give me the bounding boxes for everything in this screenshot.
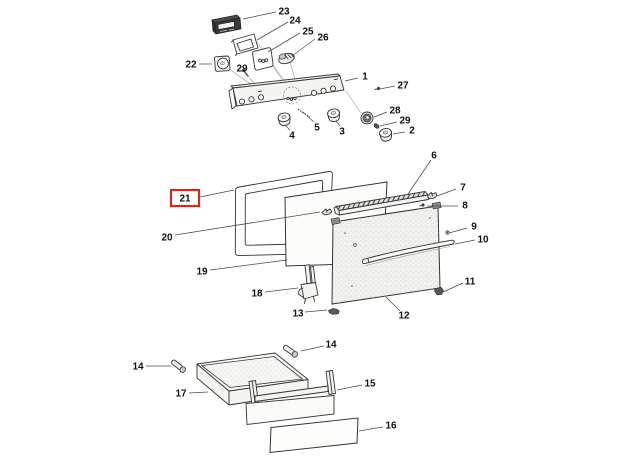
leader-line-part-25 bbox=[267, 32, 301, 53]
leader-line-part-26 bbox=[291, 38, 316, 57]
part-label-26[interactable]: 26 bbox=[317, 33, 329, 44]
part-17-drawer-tray bbox=[196, 352, 309, 406]
leader-line-part-5 bbox=[306, 115, 315, 123]
part-label-18[interactable]: 18 bbox=[251, 289, 263, 300]
leader-line-part-10 bbox=[454, 239, 476, 245]
part-label-17[interactable]: 17 bbox=[175, 389, 187, 400]
part-24-bezel bbox=[231, 33, 259, 56]
part-6-vent-trim bbox=[333, 191, 429, 216]
door-corner-cap-left bbox=[330, 217, 341, 225]
part-1-control-panel bbox=[228, 73, 345, 110]
part-label-1[interactable]: 1 bbox=[362, 72, 368, 83]
part-label-4[interactable]: 4 bbox=[289, 131, 295, 142]
leader-line-part-13 bbox=[304, 309, 328, 313]
part-5-screws bbox=[297, 108, 310, 118]
part-27-screw bbox=[374, 86, 381, 91]
part-18-hinge bbox=[298, 264, 319, 304]
leader-line-part-15 bbox=[336, 384, 363, 391]
part-26-lamp bbox=[278, 52, 295, 65]
part-14-pin-right bbox=[282, 344, 298, 358]
part-label-10[interactable]: 10 bbox=[477, 235, 489, 246]
part-label-20[interactable]: 20 bbox=[161, 233, 173, 244]
leader-line-part-16 bbox=[358, 426, 384, 432]
part-15-drawer-front-rail bbox=[245, 370, 336, 426]
part-20-glass-clip-left bbox=[321, 208, 333, 216]
leader-line-part-1 bbox=[344, 77, 359, 82]
part-10-door-handle bbox=[362, 239, 455, 266]
leader-line-part-19 bbox=[209, 259, 288, 271]
leader-line-part-20 bbox=[174, 211, 321, 236]
leader-line-part-29 bbox=[379, 121, 398, 127]
leader-line-part-7 bbox=[436, 188, 457, 197]
part-label-2[interactable]: 2 bbox=[409, 126, 415, 137]
part-label-16[interactable]: 16 bbox=[385, 421, 397, 432]
part-label-28[interactable]: 28 bbox=[389, 106, 401, 117]
part-22-knob bbox=[213, 55, 231, 72]
part-7-glass-clip-right bbox=[426, 192, 438, 200]
part-label-11[interactable]: 11 bbox=[465, 277, 476, 288]
part-label-24[interactable]: 24 bbox=[289, 16, 301, 27]
leader-line-part-17 bbox=[188, 391, 209, 394]
leader-line-part-2 bbox=[392, 131, 406, 135]
part-label-25[interactable]: 25 bbox=[302, 27, 314, 38]
part-29-screw-right bbox=[373, 123, 380, 129]
part-label-9[interactable]: 9 bbox=[471, 222, 477, 233]
part-label-22[interactable]: 22 bbox=[185, 60, 197, 71]
part-23-timer bbox=[211, 14, 242, 35]
leader-line-part-9 bbox=[448, 227, 468, 234]
leader-line-part-24 bbox=[256, 21, 289, 41]
part-label-12[interactable]: 12 bbox=[398, 311, 410, 322]
leader-line-part-11 bbox=[442, 282, 464, 293]
leader-line-part-21 bbox=[199, 189, 235, 198]
part-label-23[interactable]: 23 bbox=[278, 7, 290, 18]
leader-line-part-3 bbox=[335, 120, 341, 127]
part-label-29[interactable]: 29 bbox=[236, 64, 248, 75]
door-corner-cap-right bbox=[431, 201, 442, 210]
part-4-knob bbox=[277, 111, 292, 127]
leader-line-part-28 bbox=[373, 111, 388, 118]
part-label-13[interactable]: 13 bbox=[292, 309, 304, 320]
selected-part-highlight-box bbox=[169, 188, 201, 208]
part-2-knob bbox=[378, 127, 394, 143]
part-25-switch-plate bbox=[252, 47, 274, 71]
part-label-6[interactable]: 6 bbox=[431, 151, 437, 162]
leader-line-part-18 bbox=[264, 287, 299, 293]
leader-line-part-14 bbox=[300, 345, 325, 352]
part-label-14[interactable]: 14 bbox=[132, 362, 144, 373]
part-28-bushing bbox=[360, 111, 374, 125]
part-16-drawer-front-panel bbox=[269, 417, 359, 454]
part-label-19[interactable]: 19 bbox=[196, 267, 208, 278]
part-label-5[interactable]: 5 bbox=[314, 123, 320, 134]
leader-line-part-29 bbox=[243, 70, 248, 76]
part-14-pin-left bbox=[171, 359, 186, 373]
part-9-screw bbox=[445, 230, 450, 235]
leader-line-part-27 bbox=[379, 85, 396, 90]
callout-labels-layer: 1234567891011121314141516171819202122232… bbox=[132, 7, 489, 432]
part-13-clip bbox=[328, 308, 340, 315]
part-label-15[interactable]: 15 bbox=[364, 379, 376, 390]
part-label-29[interactable]: 29 bbox=[399, 116, 411, 127]
leader-line-part-4 bbox=[285, 125, 291, 131]
part-label-7[interactable]: 7 bbox=[460, 183, 466, 194]
part-label-27[interactable]: 27 bbox=[397, 81, 409, 92]
leader-line-part-6 bbox=[407, 159, 432, 195]
part-11-door-foot bbox=[434, 286, 444, 296]
part-label-3[interactable]: 3 bbox=[339, 127, 345, 138]
leader-line-part-23 bbox=[242, 11, 277, 20]
part-label-14[interactable]: 14 bbox=[325, 340, 337, 351]
leader-line-part-12 bbox=[385, 296, 401, 312]
part-label-21[interactable]: 21 bbox=[179, 194, 191, 205]
part-8-screw bbox=[419, 203, 425, 207]
part-3-knob bbox=[326, 107, 342, 123]
part-label-8[interactable]: 8 bbox=[462, 201, 468, 212]
